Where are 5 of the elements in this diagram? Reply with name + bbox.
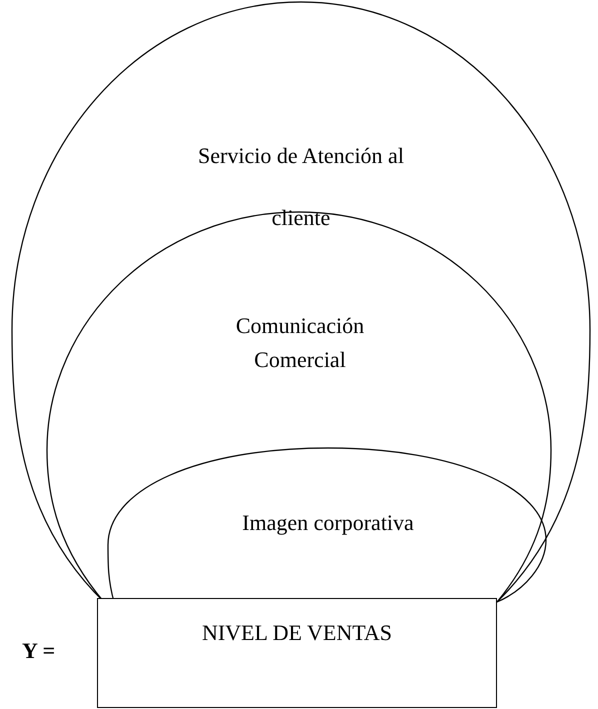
equation-label: Y = bbox=[22, 637, 56, 665]
shape-label: NIVEL DE VENTAS bbox=[200, 619, 394, 647]
shape-label: Servicio de Atención al cliente bbox=[197, 142, 405, 232]
shape-label: Imagen corporativa bbox=[241, 509, 415, 537]
shape-label: Comunicación Comercial bbox=[234, 312, 366, 374]
